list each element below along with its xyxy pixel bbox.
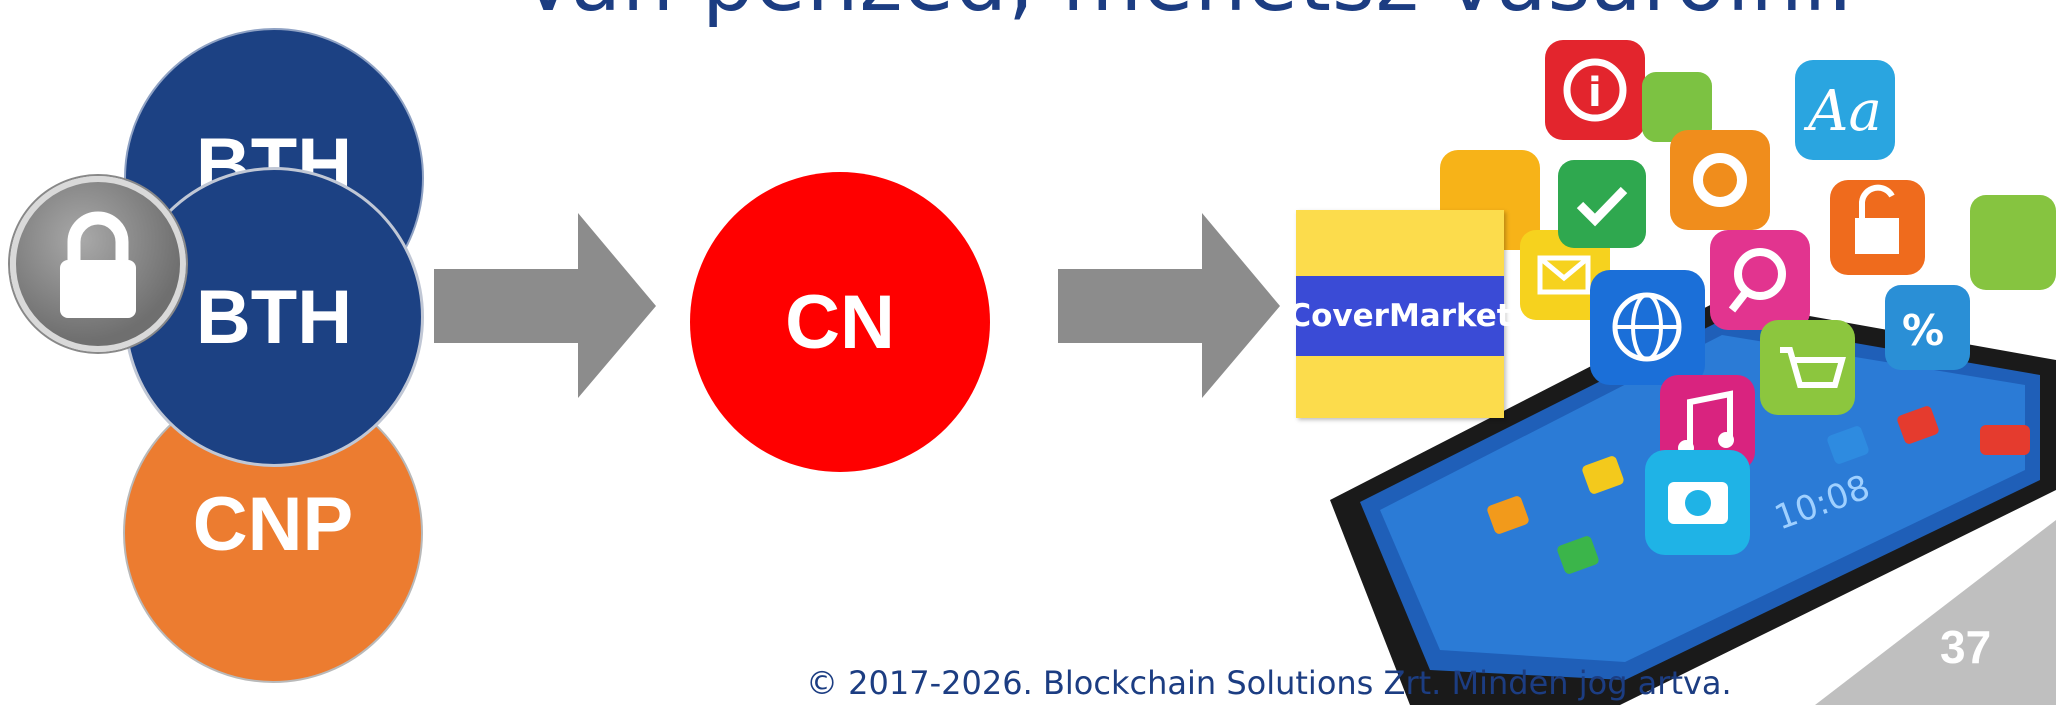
svg-text:%: % xyxy=(1902,306,1944,355)
bth-main-circle: BTH xyxy=(124,167,424,467)
cn-label: CN xyxy=(785,279,895,365)
tablet-apps-illustration: 10:08 i Aa xyxy=(1330,40,2056,705)
grid-icon xyxy=(1642,72,1712,142)
unlock-icon xyxy=(1830,180,1925,275)
page-number: 37 xyxy=(1940,621,1992,673)
camera-icon xyxy=(1645,450,1750,555)
lock-icon xyxy=(10,176,186,352)
covermarket-logo-text: CoverMarket xyxy=(1288,276,1512,356)
info-icon xyxy=(1980,425,2030,455)
cart-icon xyxy=(1760,320,1855,415)
svg-text:i: i xyxy=(1588,70,1602,116)
slide-title: Van pénzed, mehetsz vásárolni. xyxy=(520,0,1853,24)
cnp-label: CNP xyxy=(192,481,354,567)
cn-circle: CN xyxy=(690,172,990,472)
globe-icon xyxy=(1590,270,1705,385)
mail-icon xyxy=(1520,230,1610,320)
percent-icon: % xyxy=(1885,285,1970,370)
text-icon: Aa xyxy=(1795,60,1895,160)
bth-main-label: BTH xyxy=(195,274,353,360)
arrow-right-icon xyxy=(1058,213,1280,398)
check-icon xyxy=(1558,160,1646,248)
arrow-right-icon xyxy=(434,213,656,398)
svg-text:Aa: Aa xyxy=(1803,79,1882,144)
gear-icon xyxy=(1670,130,1770,230)
music-icon xyxy=(1660,375,1755,470)
covermarket-logo: CoverMarket xyxy=(1288,210,1512,418)
lock-glyph xyxy=(60,211,136,318)
corner-triangle xyxy=(1815,520,2056,705)
grid-icon xyxy=(1970,195,2056,290)
search-icon xyxy=(1710,230,1810,330)
footer-copyright: © 2017-2026. Blockchain Solutions Zrt. M… xyxy=(806,664,1732,702)
info-icon: i xyxy=(1545,40,1645,140)
